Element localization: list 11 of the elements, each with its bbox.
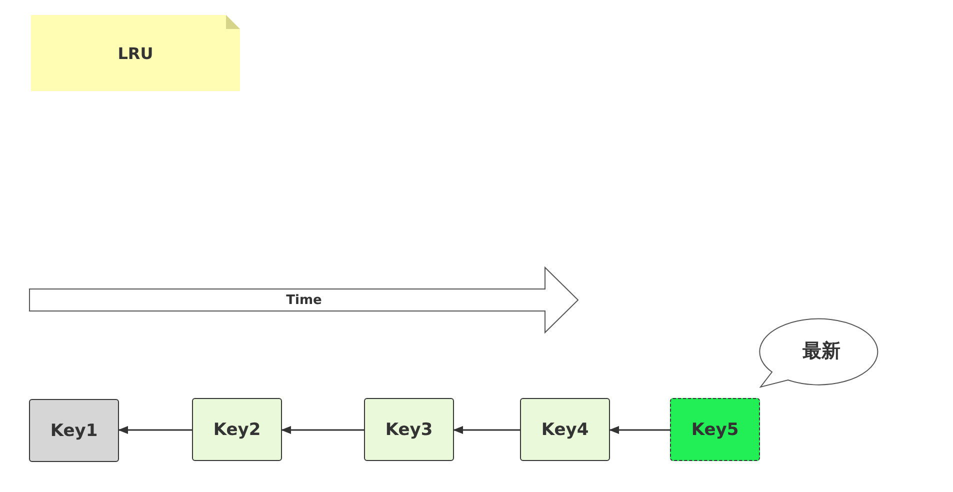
key-box: Key1 [29, 399, 119, 462]
key-box: Key3 [364, 398, 454, 461]
time-arrow: Time [29, 267, 579, 333]
note-card: LRU [31, 15, 240, 91]
arrow [281, 426, 364, 434]
key-box: Key5 [670, 398, 760, 461]
arrow [453, 426, 520, 434]
key-box: Key2 [192, 398, 282, 461]
key-box: Key4 [520, 398, 610, 461]
arrow [609, 426, 670, 434]
arrow [118, 426, 192, 434]
